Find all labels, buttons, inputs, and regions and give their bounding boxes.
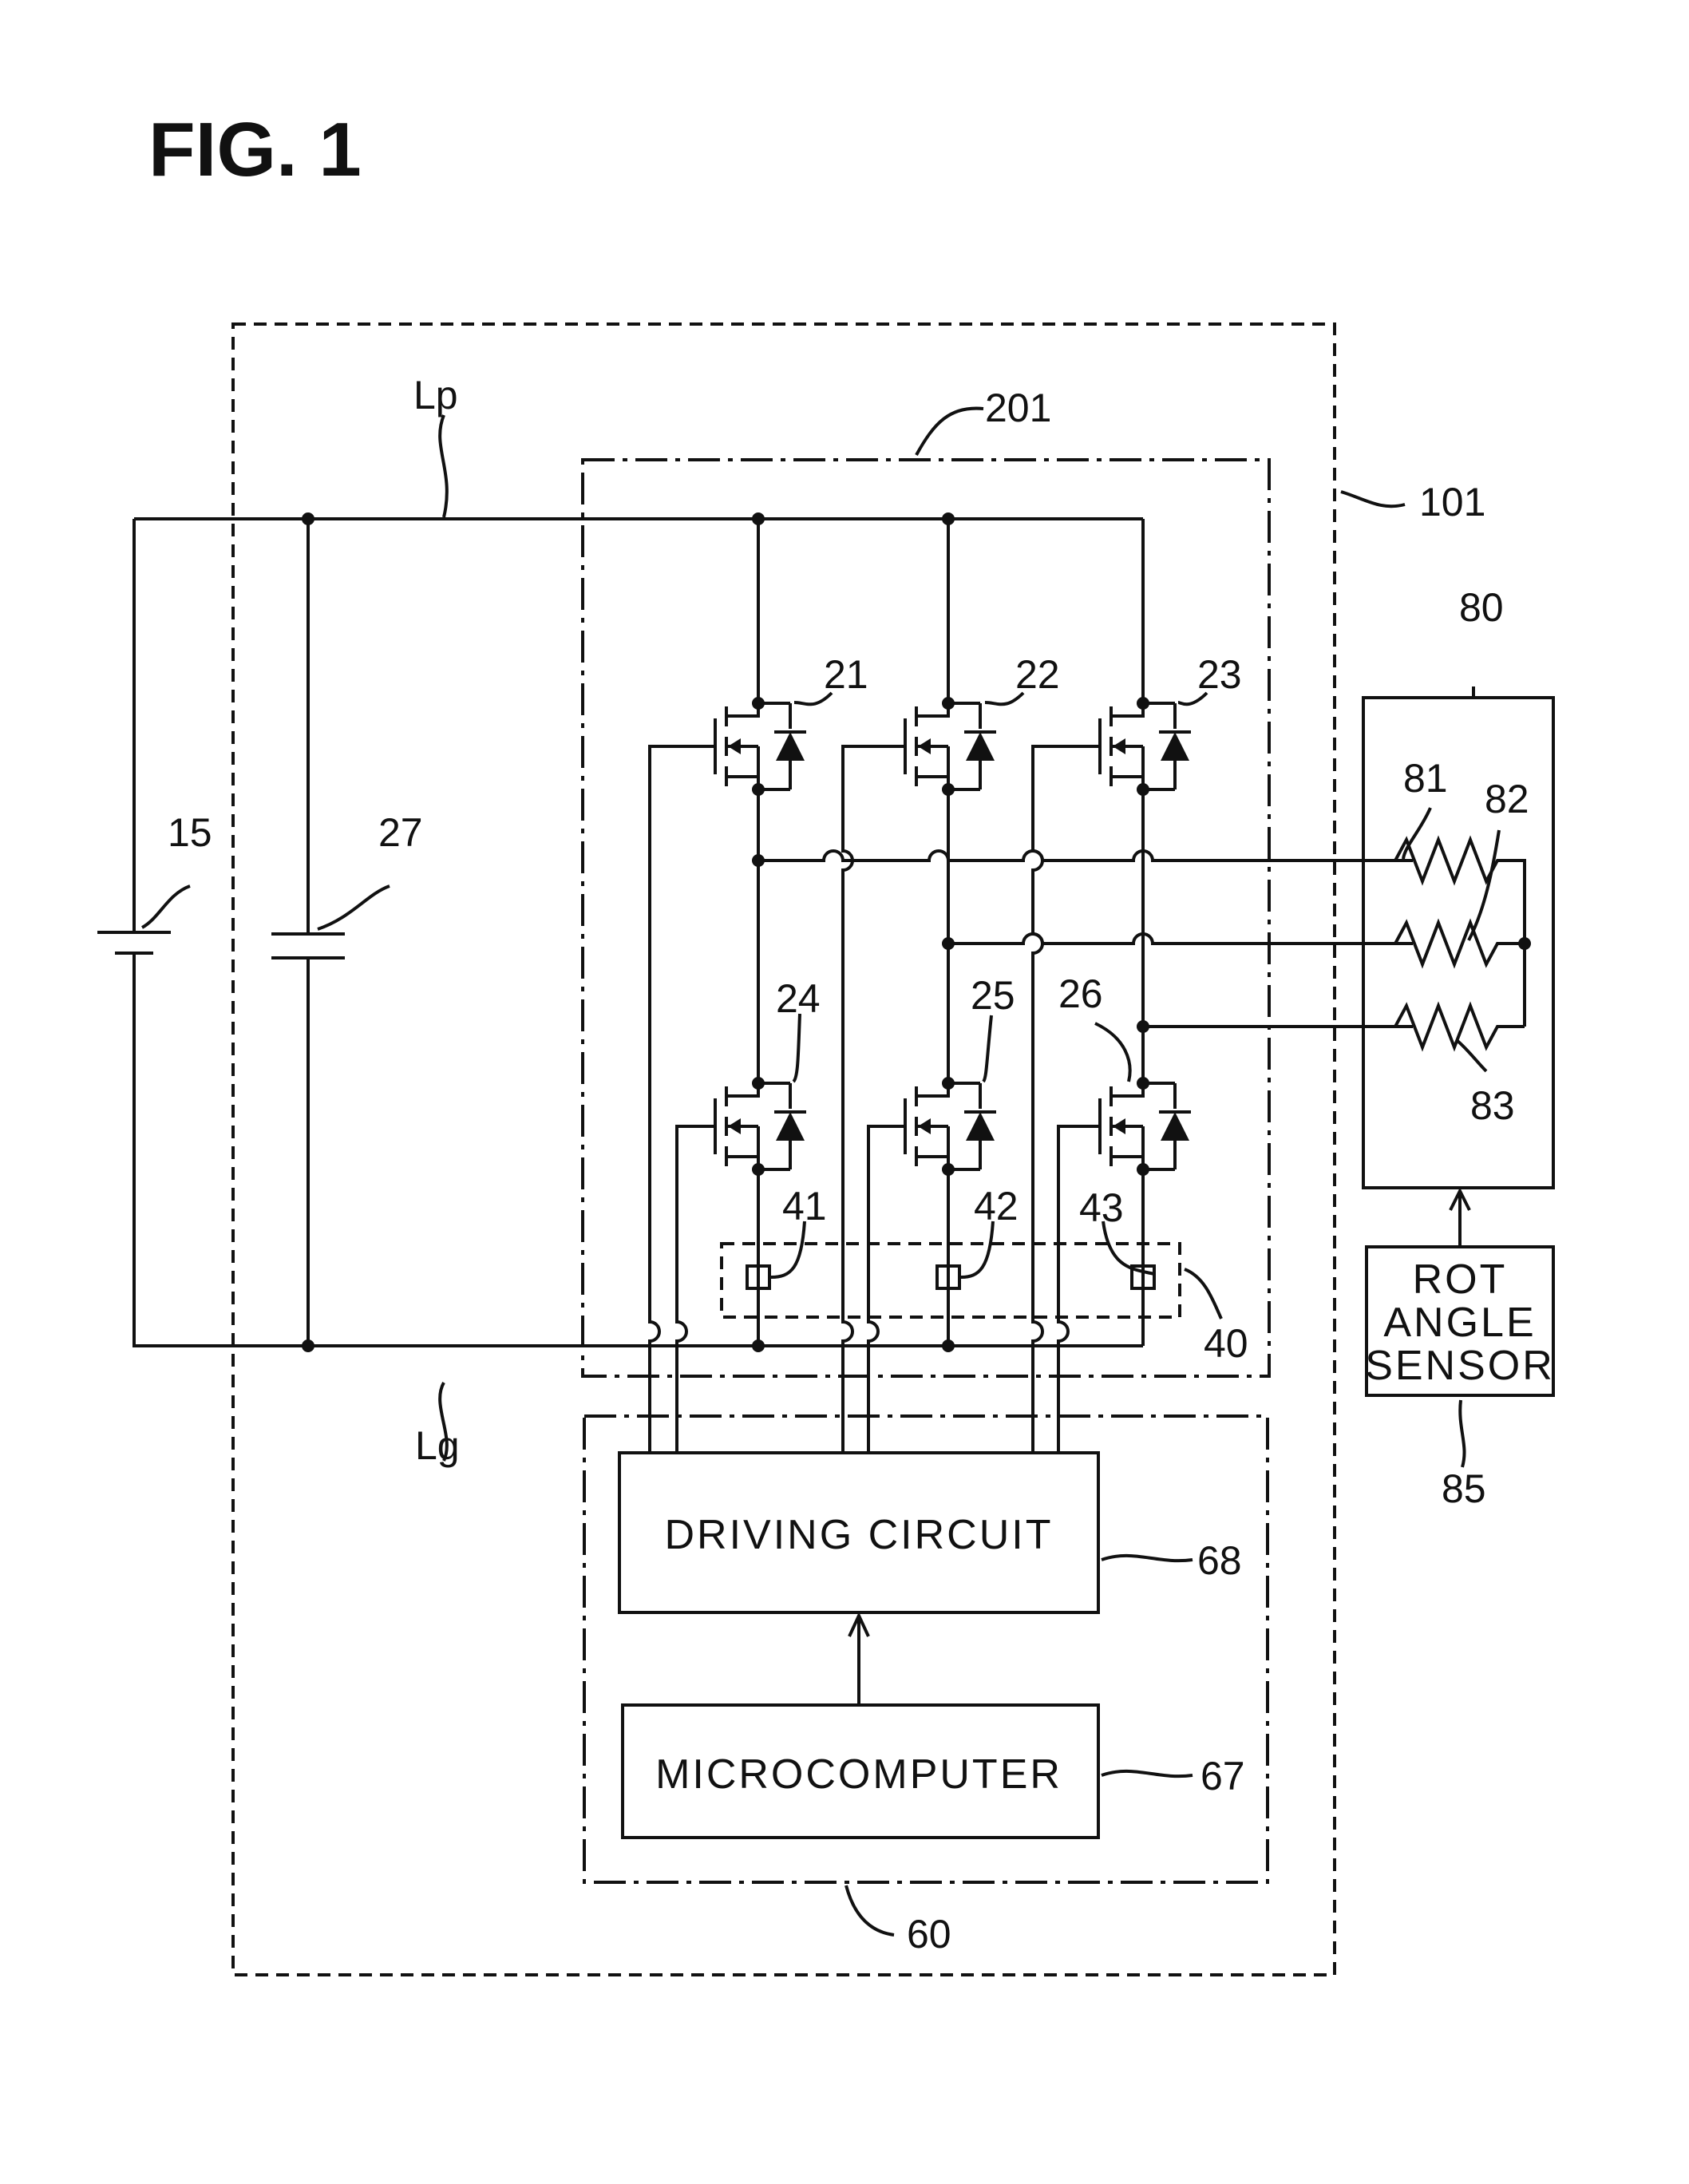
gate-line-26 [1058, 1126, 1100, 1453]
switch-21 [715, 703, 806, 789]
label-22: 22 [1015, 652, 1060, 697]
label-25: 25 [971, 973, 1015, 1018]
label-82: 82 [1485, 777, 1529, 821]
phase-u-line [758, 851, 1413, 861]
rot-angle-line1: ROT [1413, 1256, 1508, 1303]
inverter-boundary [583, 460, 1269, 1376]
rot-angle-line3: SENSOR [1365, 1343, 1555, 1389]
label-41: 41 [782, 1184, 827, 1228]
gate-line-25 [868, 1126, 905, 1453]
label-40: 40 [1204, 1321, 1248, 1366]
label-21: 21 [824, 652, 868, 697]
label-43: 43 [1079, 1185, 1124, 1230]
ground-line [134, 519, 758, 1346]
label-81: 81 [1403, 756, 1448, 801]
current-sensor-boundary [722, 1244, 1180, 1317]
switch-23 [1100, 703, 1191, 789]
driving-circuit-label: DRIVING CIRCUIT [665, 1512, 1054, 1558]
label-lg: Lg [415, 1423, 460, 1468]
label-68: 68 [1197, 1538, 1242, 1583]
label-lp: Lp [413, 373, 458, 417]
figure-title: FIG. 1 [148, 107, 362, 192]
label-24: 24 [776, 976, 821, 1021]
label-23: 23 [1197, 652, 1242, 697]
label-60: 60 [907, 1912, 951, 1956]
control-block-boundary [584, 1416, 1268, 1882]
label-201: 201 [985, 386, 1051, 430]
switch-26 [1100, 1083, 1191, 1169]
switch-25 [905, 1083, 996, 1169]
label-67: 67 [1200, 1754, 1245, 1798]
label-80: 80 [1459, 585, 1504, 630]
label-101: 101 [1419, 480, 1485, 524]
microcomputer-label: MICROCOMPUTER [655, 1751, 1062, 1798]
switch-24 [715, 1083, 806, 1169]
label-26: 26 [1058, 971, 1103, 1016]
label-85: 85 [1442, 1466, 1486, 1511]
rot-angle-line2: ANGLE [1383, 1300, 1536, 1346]
switch-22 [905, 703, 996, 789]
control-unit-boundary [233, 324, 1335, 1975]
phase-v-line [948, 934, 1413, 944]
label-83: 83 [1470, 1083, 1515, 1128]
label-27: 27 [378, 810, 423, 855]
gate-line-24 [677, 1126, 715, 1453]
label-42: 42 [974, 1184, 1019, 1228]
label-15: 15 [168, 810, 212, 855]
